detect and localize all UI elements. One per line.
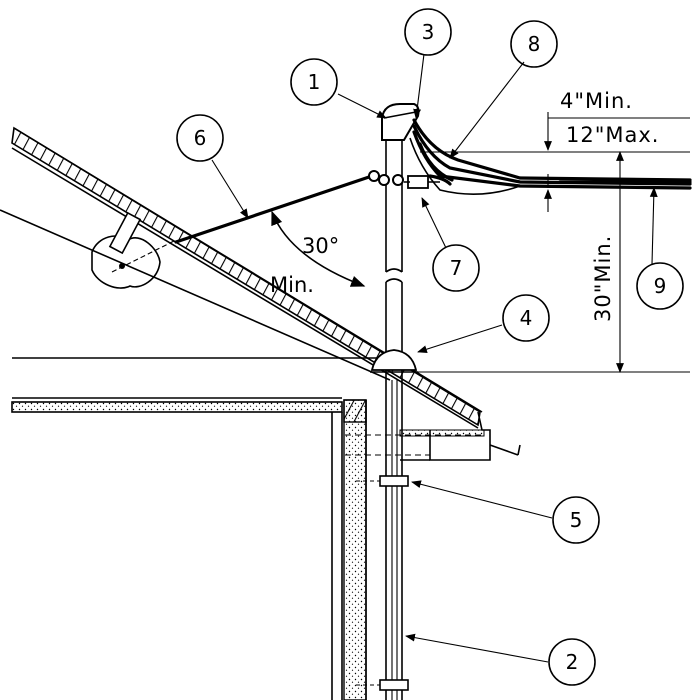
- angle-min-label: Min.: [270, 273, 314, 297]
- callout-4-label: 4: [520, 306, 533, 330]
- angle-indicator: [271, 210, 366, 287]
- callout-4: 4: [502, 294, 550, 342]
- roof-anchor: [91, 211, 177, 289]
- callout-9-label: 9: [654, 274, 667, 298]
- callout-8: 8: [510, 20, 558, 68]
- callout-leaders: [211, 53, 658, 663]
- service-mast: [356, 140, 418, 700]
- roof: [0, 126, 521, 461]
- callout-5: 5: [552, 496, 600, 544]
- callout-1-label: 1: [308, 70, 321, 94]
- service-drop: [409, 118, 692, 195]
- callout-1: 1: [290, 58, 338, 106]
- callout-2: 2: [548, 638, 596, 686]
- dim-30-min: 30"Min.: [591, 235, 615, 322]
- callout-3-label: 3: [422, 20, 435, 44]
- callout-9: 9: [636, 262, 684, 310]
- callout-8-label: 8: [528, 32, 541, 56]
- callout-5-label: 5: [570, 508, 583, 532]
- callout-6: 6: [176, 114, 224, 162]
- mast-clamp: [404, 174, 452, 189]
- weatherhead: [381, 103, 420, 141]
- dim-4-min: 4"Min.: [560, 89, 633, 113]
- callout-7-label: 7: [450, 256, 463, 280]
- dimension-lines: [412, 112, 690, 373]
- callout-7: 7: [432, 244, 480, 292]
- dim-12-max: 12"Max.: [566, 123, 659, 147]
- callout-3: 3: [404, 8, 452, 56]
- guy-wire: [174, 170, 404, 244]
- callout-6-label: 6: [194, 126, 207, 150]
- callout-2-label: 2: [566, 650, 579, 674]
- wall: [11, 357, 380, 700]
- angle-30-label: 30°: [302, 234, 339, 258]
